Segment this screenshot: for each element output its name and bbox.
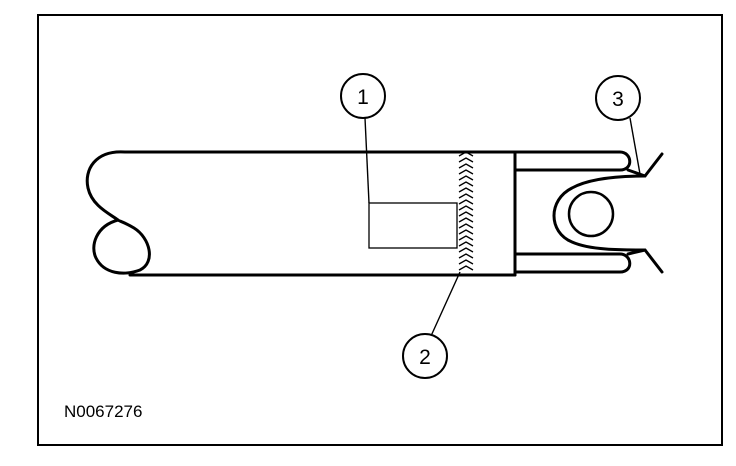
fastener-ring [567,190,615,238]
callout-1: 1 [340,73,386,119]
leader-line-2 [430,271,461,337]
callout-1-number: 1 [357,86,369,109]
callout-2-number: 2 [419,346,431,369]
leader-line-3 [629,117,641,175]
serrated-edge [458,151,474,271]
callout-2: 2 [402,333,448,379]
rectangular-window [368,202,458,249]
callout-3-number: 3 [612,88,624,111]
figure-id-label: N0067276 [64,402,142,421]
retaining-clip [513,150,664,274]
callout-3: 3 [595,75,641,121]
leader-line-1 [364,117,370,204]
